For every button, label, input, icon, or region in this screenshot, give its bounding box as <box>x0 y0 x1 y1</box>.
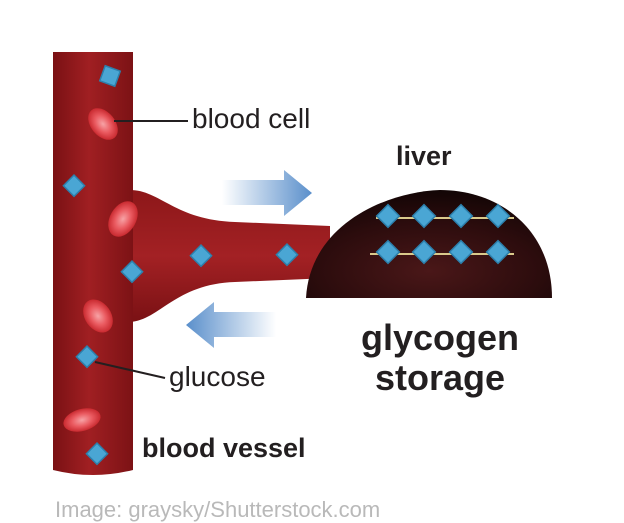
glycogen-glucose-icon <box>485 203 511 229</box>
glucose-leader-line <box>94 361 166 379</box>
glycogen-glucose-icon <box>448 203 474 229</box>
glucose-icon <box>62 174 86 198</box>
glycogen-glucose-icon <box>411 239 437 265</box>
glucose-icon <box>189 244 213 268</box>
blood-cell-icon <box>63 408 101 432</box>
blood-vessel <box>53 52 133 475</box>
label-storage-line: storage <box>374 357 506 398</box>
glucose-molecules <box>62 64 299 466</box>
branch-vessel <box>130 190 330 322</box>
arrow-right-icon <box>222 170 312 216</box>
image-credit: Image: graysky/Shutterstock.com <box>55 497 381 522</box>
glucose-icon <box>275 243 299 267</box>
glycogen-glucose-icon <box>448 239 474 265</box>
label-blood-vessel: blood vessel <box>142 433 306 463</box>
blood-cell-icon <box>108 201 138 237</box>
glycogen-glucose-icon <box>411 203 437 229</box>
glycogen-glucose-icon <box>485 239 511 265</box>
label-liver: liver <box>396 141 452 171</box>
glucose-icon <box>75 345 99 369</box>
label-glucose: glucose <box>169 361 266 392</box>
liver-shape <box>306 190 552 298</box>
blood-cells <box>63 108 138 432</box>
glucose-icon <box>120 260 144 284</box>
glucose-icon <box>98 64 122 88</box>
glycogen-glucose-icon <box>375 203 401 229</box>
glycogen-glucose-icon <box>375 239 401 265</box>
blood-cell-icon <box>88 108 118 140</box>
glucose-icon <box>85 442 109 466</box>
blood-cell-icon <box>83 299 113 333</box>
label-glycogen-storage: glycogen storage <box>340 318 540 398</box>
glycogen-chains <box>370 203 514 265</box>
arrow-left-icon <box>186 302 276 348</box>
label-glycogen-line: glycogen <box>360 317 520 358</box>
label-blood-cell: blood cell <box>192 103 311 134</box>
